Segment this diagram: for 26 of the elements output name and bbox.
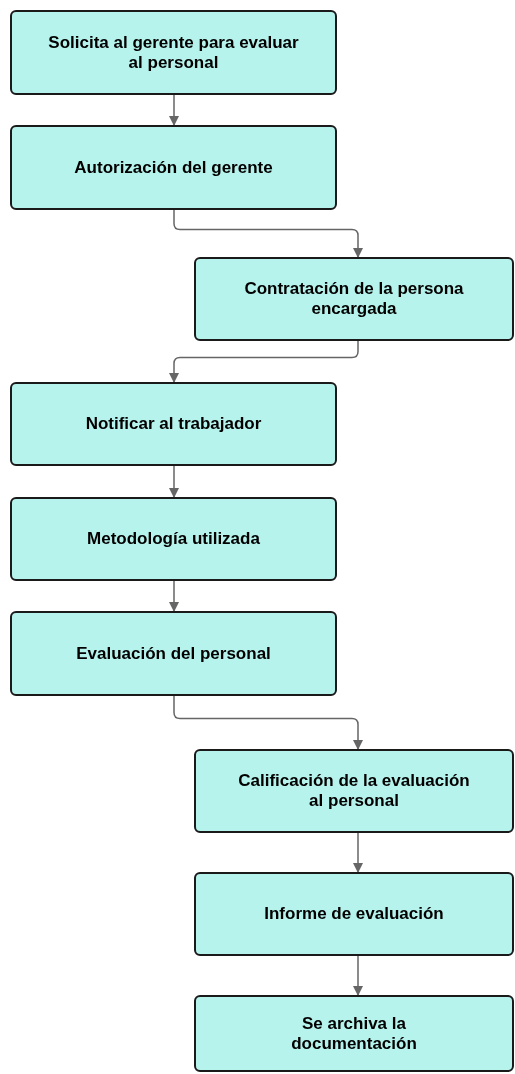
step-label: Autorización del gerente bbox=[74, 157, 273, 178]
arrow bbox=[173, 209, 363, 258]
arrow bbox=[169, 94, 179, 126]
step-label: Contratación de la persona encargada bbox=[243, 279, 465, 319]
step-label: Solicita al gerente para evaluar al personal bbox=[48, 32, 299, 73]
arrow bbox=[173, 695, 363, 750]
step-label: Metodología utilizada bbox=[87, 529, 260, 549]
process-box bbox=[10, 125, 337, 210]
arrow bbox=[353, 832, 363, 873]
step-label: Evaluación del personal bbox=[76, 643, 271, 664]
step-label: Informe de evaluación bbox=[264, 904, 444, 924]
process-box bbox=[194, 872, 514, 956]
step-label: Calificación de la evaluación al personal bbox=[237, 771, 471, 811]
process-box bbox=[194, 995, 514, 1072]
process-box bbox=[10, 497, 337, 581]
arrow bbox=[169, 340, 359, 383]
arrow bbox=[353, 955, 363, 996]
process-box bbox=[194, 749, 514, 833]
process-box bbox=[194, 257, 514, 341]
arrow bbox=[169, 580, 179, 612]
step-label: Se archiva la documentación bbox=[290, 1013, 418, 1054]
process-box bbox=[10, 10, 337, 95]
process-box bbox=[10, 382, 337, 466]
arrow bbox=[169, 465, 179, 498]
process-box bbox=[10, 611, 337, 696]
step-label: Notificar al trabajador bbox=[85, 414, 262, 434]
